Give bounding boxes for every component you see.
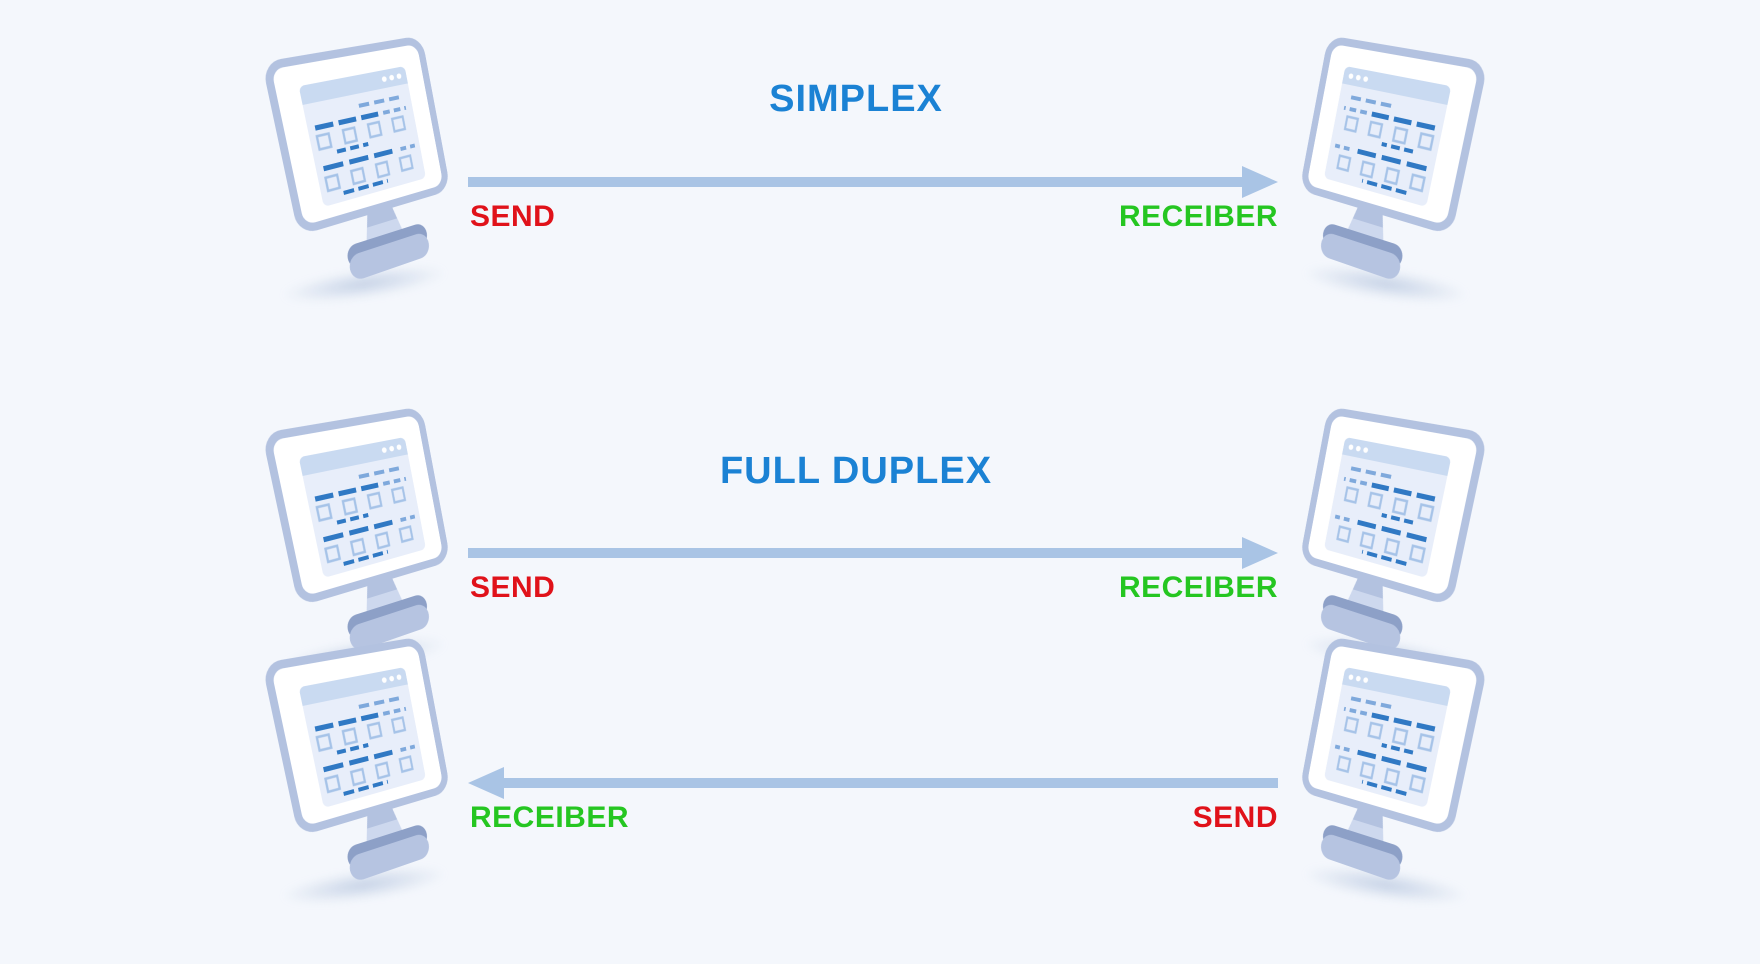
receiver-label: RECEIBER xyxy=(470,801,630,834)
arrow-icon xyxy=(468,767,1278,799)
monitor-icon xyxy=(276,416,466,682)
monitor-icon xyxy=(276,646,466,912)
receiver-label: RECEIBER xyxy=(1118,200,1278,233)
send-label: SEND xyxy=(470,200,556,233)
monitor-icon xyxy=(1284,45,1474,311)
full-duplex-title: FULL DUPLEX xyxy=(719,450,993,492)
monitor-icon xyxy=(1284,416,1474,682)
receiver-label: RECEIBER xyxy=(1118,571,1278,604)
send-label: SEND xyxy=(1192,801,1278,834)
arrow-icon xyxy=(468,166,1278,198)
simplex-title: SIMPLEX xyxy=(769,78,943,120)
send-label: SEND xyxy=(470,571,556,604)
arrow-icon xyxy=(468,537,1278,569)
monitor-icon xyxy=(276,45,466,311)
monitor-icon xyxy=(1284,646,1474,912)
